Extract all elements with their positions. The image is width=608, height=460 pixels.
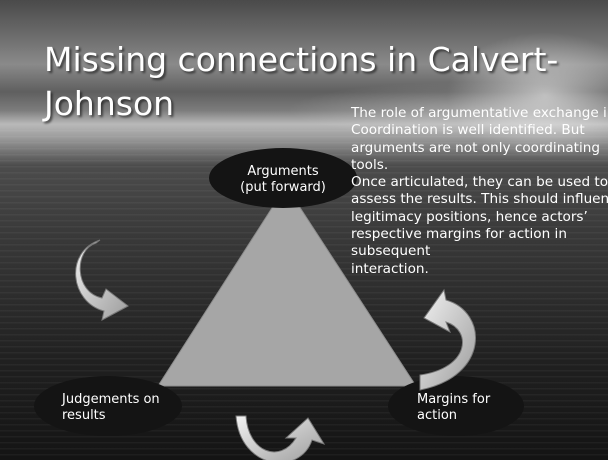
explanation-line: Once articulated, they can be used to [351, 174, 608, 191]
explanation-line: legitimacy positions, hence actors’ [351, 208, 588, 225]
node-margins-ellipse [388, 376, 524, 436]
node-judgements-label: Judgements on results [62, 392, 172, 424]
curved-arrow-icon [419, 288, 476, 391]
node-margins-line-2: action [417, 408, 458, 423]
explanation-line: assess the results. This should influenc… [351, 191, 608, 208]
curved-arrow-icon [75, 239, 129, 321]
node-arguments-line-2: (put forward) [240, 180, 326, 195]
explanation-text: The role of argumentative exchange in Co… [351, 105, 608, 278]
title-line-2: Johnson [44, 84, 175, 123]
explanation-line: subsequent [351, 243, 431, 260]
node-margins-label: Margins for action [417, 392, 517, 424]
curved-arrow-icon [235, 415, 326, 460]
diagram-triangle [157, 185, 417, 387]
explanation-line: arguments are not only coordinating [351, 139, 601, 156]
node-judgements-ellipse [34, 376, 182, 436]
explanation-line: tools. [351, 156, 389, 173]
node-arguments-ellipse [209, 148, 357, 208]
node-arguments-line-1: Arguments [247, 164, 319, 179]
node-judgements-line-2: results [62, 408, 106, 423]
title-line-1: Missing connections in Calvert- [44, 40, 559, 79]
explanation-line: The role of argumentative exchange in [351, 105, 608, 121]
explanation-line: respective margins for action in [351, 226, 567, 243]
slide-title: Missing connections in Calvert- Johnson [44, 38, 564, 126]
node-judgements-line-1: Judgements on [62, 392, 160, 407]
explanation-line: interaction. [351, 260, 429, 277]
node-margins-line-1: Margins for [417, 392, 491, 407]
explanation-line: Coordination is well identified. But [351, 122, 585, 139]
node-arguments-label: Arguments (put forward) [228, 164, 338, 196]
